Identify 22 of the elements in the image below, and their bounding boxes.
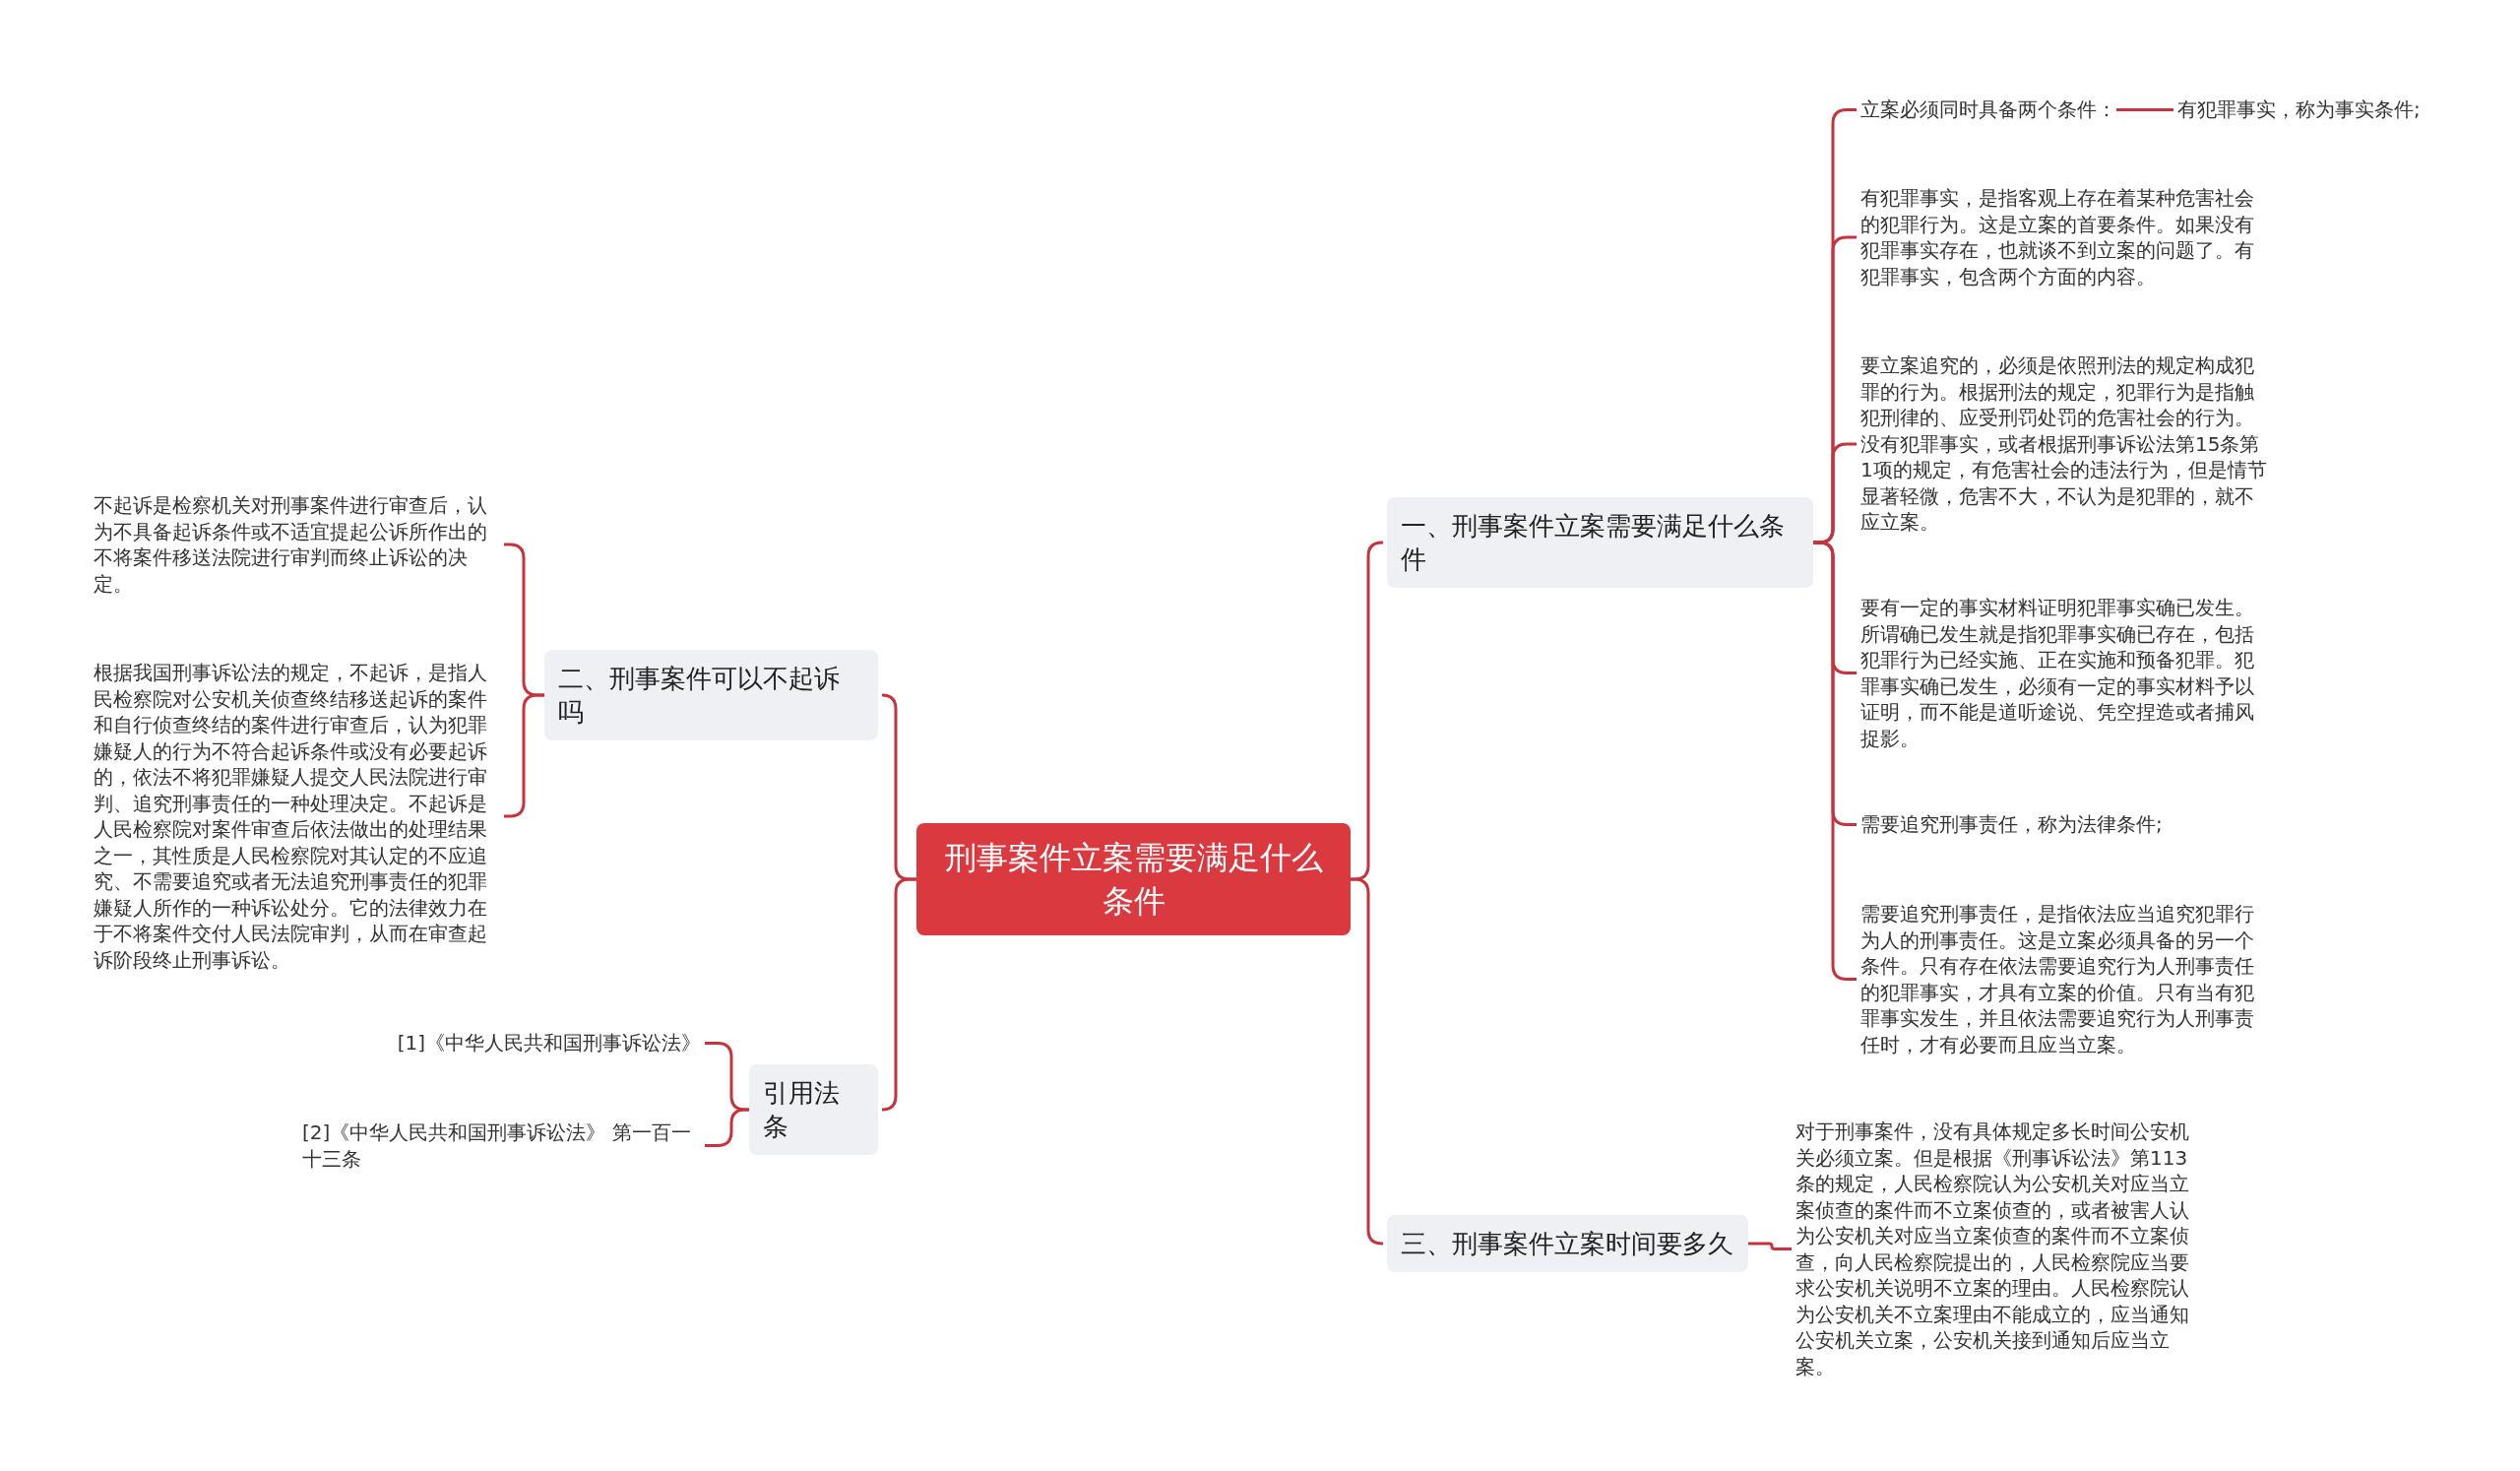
topic-text: 有犯罪事实，称为事实条件; (2177, 96, 2421, 123)
topic-text: 不起诉是检察机关对刑事案件进行审查后，认为不具备起诉条件或不适宜提起公诉所作出的不将案件移送法院进行审判而终止诉讼的决定。 (94, 492, 500, 597)
topic-box: 引用法条 (749, 1064, 878, 1155)
topic-text: 立案必须同时具备两个条件： (1860, 96, 2116, 123)
connector-line (1748, 1242, 1792, 1250)
topic-box: 一、刑事案件立案需要满足什么条件 (1387, 497, 1813, 588)
topic-text: [1]《中华人民共和国刑事诉讼法》 (295, 1030, 701, 1056)
topic-text: [2]《中华人民共和国刑事诉讼法》 第一百一十三条 (302, 1119, 701, 1172)
connector-line (880, 877, 916, 1112)
connector-line (705, 1108, 749, 1147)
topic-text: 需要追究刑事责任，称为法律条件; (1860, 811, 2163, 838)
connector-line (2116, 108, 2174, 111)
topic-text: 根据我国刑事诉讼法的规定，不起诉，是指人民检察院对公安机关侦查终结移送起诉的案件和自行侦查终结的案件进行审查后，认为犯罪嫌疑人的行为不符合起诉条件或没有必要起诉的，依法不将犯罪嫌疑人提交人民法院进行审判、追究刑事责任的一种处理决定。不起诉是人民检察院对案件审查后依法做出的处理结果之一，其性质是人民检察院对其认定的不应追究、不需要追究或者无法追究刑事责任的犯罪嫌疑人所作的一种诉讼处分。它的法律效力在于不将案件交付人民法院审判，从而在审查起诉阶段终止刑事诉讼。 (94, 660, 500, 973)
topic-box: 二、刑事案件可以不起诉吗 (544, 650, 878, 740)
topic-text: 对于刑事案件，没有具体规定多长时间公安机关必须立案。但是根据《刑事诉讼法》第113条的规定，人民检察院认为公安机关对应当立案侦查的案件而不立案侦查的，或者被害人认为公安机关对应当立案侦查的案件而不立案侦查，向人民检察院提出的，人民检察院应当要求公安机关说明不立案的理由。人民检察院认为公安机关不立案理由不能成立的，应当通知公安机关立案，公安机关接到通知后应当立案。 (1796, 1119, 2202, 1379)
topic-text: 需要追究刑事责任，是指依法应当追究犯罪行为人的刑事责任。这是立案必须具备的另一个条件。只有存在依法需要追究行为人刑事责任的犯罪事实，才具有立案的价值。只有当有犯罪事实发生，并且依法需要追究行为人刑事责任时，才有必要而且应当立案。 (1860, 901, 2269, 1057)
topic-text: 要立案追究的，必须是依照刑法的规定构成犯罪的行为。根据刑法的规定，犯罪行为是指触犯刑律的、应受刑罚处罚的危害社会的行为。没有犯罪事实，或者根据刑事诉讼法第15条第1项的规定，有危害社会的违法行为，但是情节显著轻微，危害不大，不认为是犯罪的，就不应立案。 (1860, 352, 2269, 536)
topic-text: 有犯罪事实，是指客观上存在着某种危害社会的犯罪行为。这是立案的首要条件。如果没有犯罪事实存在，也就谈不到立案的问题了。有犯罪事实，包含两个方面的内容。 (1860, 185, 2269, 289)
topic-box: 三、刑事案件立案时间要多久 (1387, 1215, 1748, 1272)
central-topic-box: 刑事案件立案需要满足什么条件 (916, 823, 1351, 935)
connector-line (1813, 541, 1857, 981)
topic-text: 要有一定的事实材料证明犯罪事实确已发生。所谓确已发生就是指犯罪事实确已存在，包括犯罪行为已经实施、正在实施和预备犯罪。犯罪事实确已发生，必须有一定的事实材料予以证明，而不能是道听途说、凭空捏造或者捕风捉影。 (1860, 595, 2269, 751)
